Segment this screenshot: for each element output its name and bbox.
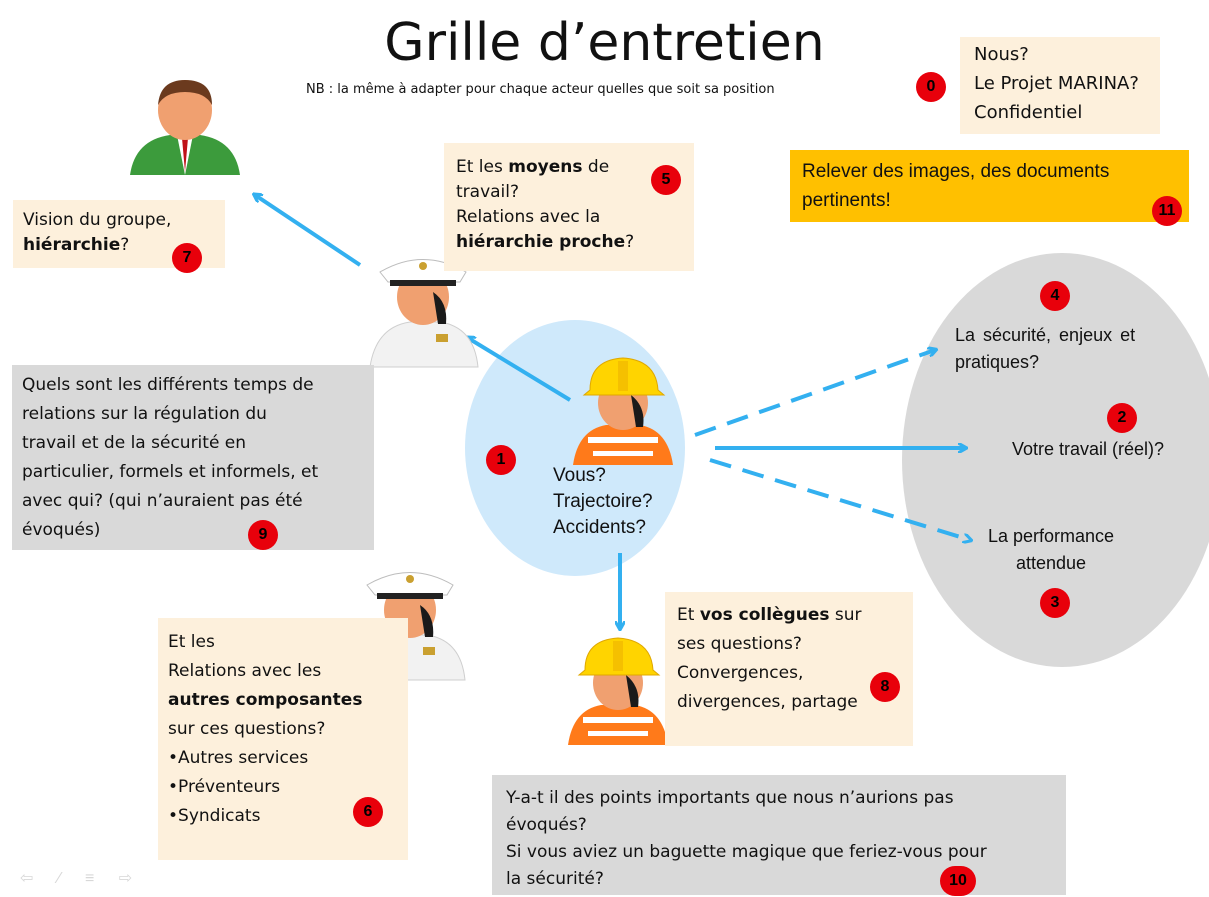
- manager-figure: [130, 80, 240, 175]
- page-subtitle: NB : la même à adapter pour chaque acteu…: [306, 82, 775, 97]
- relations-line: particulier, formels et informels, et: [22, 462, 319, 482]
- step-number-2: 2: [1107, 403, 1137, 433]
- intro-line: Le Projet MARINA?: [974, 73, 1139, 94]
- colleagues-text: sur: [829, 605, 862, 625]
- performance-topic: La performance attendue: [988, 523, 1114, 577]
- worker-figure-center: [573, 357, 673, 465]
- means-keyword: hiérarchie proche: [456, 232, 626, 252]
- vision-text: ?: [120, 235, 130, 255]
- means-text: de: [582, 157, 610, 177]
- means-text: travail?: [456, 182, 520, 202]
- relations-line: avec qui? (qui n’auraient pas été: [22, 491, 303, 511]
- step-number-1: 1: [486, 445, 516, 475]
- center-line: Trajectoire?: [553, 491, 653, 512]
- relations-line: relations sur la régulation du: [22, 404, 267, 424]
- relations-line: travail et de la sécurité en: [22, 433, 247, 453]
- step-number-4: 4: [1040, 281, 1070, 311]
- means-keyword: moyens: [508, 157, 583, 177]
- components-bullet: •Autres services: [168, 748, 309, 768]
- step-number-9: 9: [248, 520, 278, 550]
- components-text: sur ces questions?: [168, 719, 326, 739]
- page-title: Grille d’entretien: [384, 13, 825, 73]
- documents-box: Relever des images, des documents pertin…: [790, 150, 1189, 222]
- means-text: Relations avec la: [456, 207, 601, 227]
- closing-line: Si vous aviez un baguette magique que fe…: [506, 842, 987, 862]
- documents-line: Relever des images, des documents: [802, 161, 1110, 182]
- closing-line: Y-a-t il des points importants que nous …: [506, 788, 954, 808]
- arrow-to-security: [694, 350, 935, 437]
- arrow-to-officer: [468, 338, 572, 402]
- colleagues-keyword: vos collègues: [699, 605, 830, 625]
- topics-ellipse: [902, 253, 1209, 667]
- officer-figure-top: [369, 259, 479, 368]
- step-number-8: 8: [870, 672, 900, 702]
- performance-line: attendue: [1016, 553, 1087, 573]
- center-line: Accidents?: [553, 517, 646, 538]
- step-number-7: 7: [172, 243, 202, 273]
- vision-box: Vision du groupe, hiérarchie?: [13, 200, 225, 268]
- step-number-6: 6: [353, 797, 383, 827]
- colleagues-text: divergences, partage: [677, 692, 858, 712]
- closing-line: la sécurité?: [506, 869, 604, 889]
- relations-box: Quels sont les différents temps de relat…: [12, 365, 374, 550]
- step-number-5: 5: [651, 165, 681, 195]
- colleagues-box: Et vos collègues sur ses questions? Conv…: [665, 592, 913, 746]
- step-number-11: 11: [1152, 196, 1182, 226]
- arrow-to-performance: [709, 458, 970, 540]
- colleagues-text: Convergences,: [677, 663, 804, 683]
- security-line: La sécurité, enjeux et: [955, 325, 1136, 345]
- worker-figure-colleague: [568, 637, 668, 745]
- documents-line: pertinents!: [802, 190, 891, 211]
- work-topic: Votre travail (réel)?: [1012, 439, 1165, 459]
- closing-line: évoqués?: [506, 815, 587, 835]
- means-box: Et les moyens de travail? Relations avec…: [444, 143, 694, 271]
- center-text: Vous? Trajectoire? Accidents?: [553, 463, 653, 541]
- means-text: ?: [625, 232, 635, 252]
- components-text: Relations avec les: [168, 661, 322, 681]
- components-keyword: autres composantes: [168, 690, 363, 710]
- colleagues-text: Et: [677, 605, 700, 625]
- arrow-to-manager: [255, 195, 362, 267]
- security-topic: La sécurité, enjeux et pratiques?: [955, 322, 1135, 376]
- vision-text: Vision du groupe,: [23, 210, 172, 230]
- components-bullet: •Préventeurs: [168, 777, 281, 797]
- relations-line: évoqués): [22, 520, 101, 540]
- step-number-0: 0: [916, 72, 946, 102]
- vision-keyword: hiérarchie: [23, 235, 121, 255]
- performance-line: La performance: [988, 526, 1115, 546]
- components-bullet: •Syndicats: [168, 806, 261, 826]
- colleagues-text: ses questions?: [677, 634, 802, 654]
- closing-box: Y-a-t il des points importants que nous …: [492, 775, 1066, 895]
- intro-line: Nous?: [974, 44, 1029, 65]
- slide-navigation[interactable]: ⇦ ⁄ ≡ ⇨: [20, 870, 143, 887]
- intro-line: Confidentiel: [974, 102, 1083, 123]
- intro-box: Nous? Le Projet MARINA? Confidentiel: [960, 37, 1160, 134]
- security-line: pratiques?: [955, 352, 1040, 372]
- step-number-10: 10: [940, 866, 976, 896]
- step-number-3: 3: [1040, 588, 1070, 618]
- center-line: Vous?: [553, 465, 606, 486]
- components-text: Et les: [168, 632, 215, 652]
- means-text: Et les: [456, 157, 509, 177]
- relations-line: Quels sont les différents temps de: [22, 375, 314, 395]
